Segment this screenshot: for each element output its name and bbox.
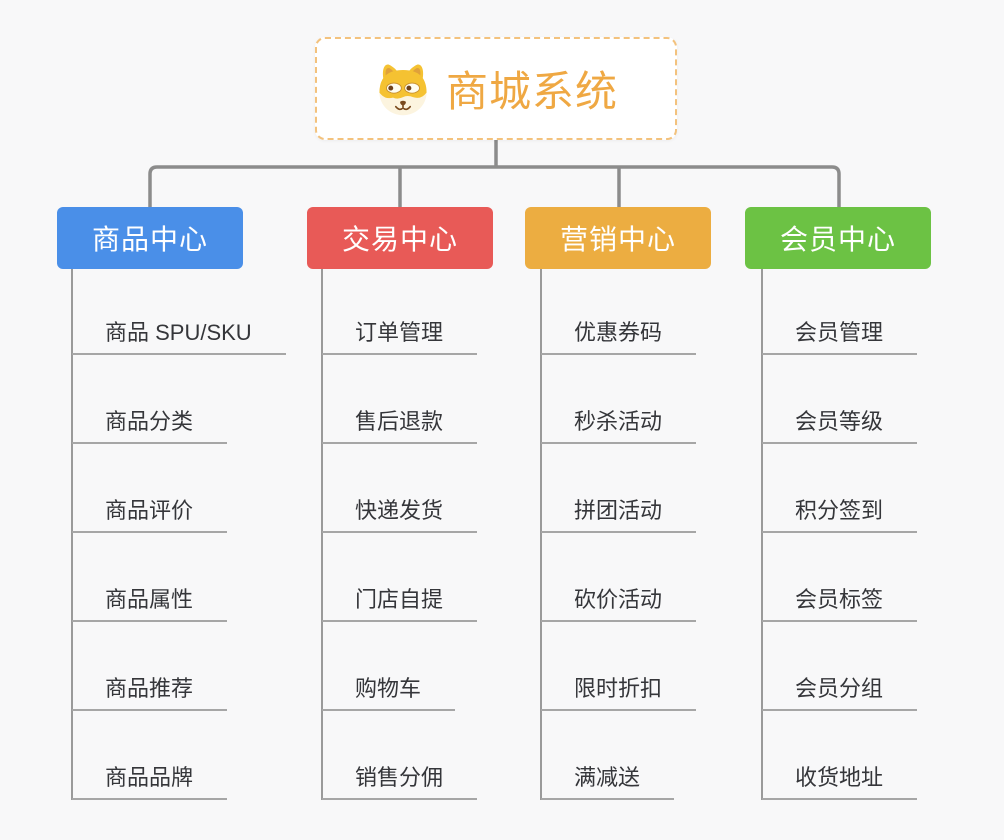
list-item: 商品评价 [72,444,312,533]
leaf-node[interactable]: 满减送 [541,765,675,800]
branch-items-trade-center: 订单管理 售后退款 快递发货 门店自提 购物车 销售分佣 [322,269,562,800]
branch-label: 会员中心 [779,224,896,255]
list-item: 商品属性 [72,533,312,622]
dog-mascot-icon [379,63,427,115]
leaf-node[interactable]: 商品品牌 [72,765,228,800]
leaf-node[interactable]: 商品分类 [72,409,228,444]
leaf-node[interactable]: 优惠券码 [541,320,697,355]
list-item: 会员管理 [762,269,1002,355]
list-item: 满减送 [541,711,781,800]
branch-label: 商品中心 [91,224,208,255]
list-item: 商品分类 [72,355,312,444]
list-item: 商品品牌 [72,711,312,800]
leaf-node[interactable]: 会员标签 [762,587,918,622]
branch-items-member-center: 会员管理 会员等级 积分签到 会员标签 会员分组 收货地址 [762,269,1002,800]
branch-node-product-center[interactable]: 商品中心 [57,207,243,269]
leaf-node[interactable]: 门店自提 [322,587,478,622]
leaf-node[interactable]: 商品评价 [72,498,228,533]
list-item: 限时折扣 [541,622,781,711]
list-item: 销售分佣 [322,711,562,800]
branch-label: 营销中心 [559,224,676,255]
list-item: 拼团活动 [541,444,781,533]
list-item: 会员分组 [762,622,1002,711]
branch-node-trade-center[interactable]: 交易中心 [307,207,493,269]
list-item: 砍价活动 [541,533,781,622]
leaf-node[interactable]: 会员等级 [762,409,918,444]
root-title: 商城系统 [445,68,618,115]
list-item: 商品 SPU/SKU [72,269,312,355]
leaf-node[interactable]: 会员分组 [762,676,918,711]
leaf-node[interactable]: 砍价活动 [541,587,697,622]
list-item: 售后退款 [322,355,562,444]
leaf-node[interactable]: 商品 SPU/SKU [72,320,286,355]
branch-label: 交易中心 [341,224,458,255]
leaf-node[interactable]: 商品推荐 [72,676,228,711]
branch-items-product-center: 商品 SPU/SKU 商品分类 商品评价 商品属性 商品推荐 商品品牌 [72,269,312,800]
list-item: 积分签到 [762,444,1002,533]
leaf-node[interactable]: 快递发货 [322,498,478,533]
list-item: 秒杀活动 [541,355,781,444]
leaf-node[interactable]: 购物车 [322,676,456,711]
leaf-node[interactable]: 会员管理 [762,320,918,355]
list-item: 购物车 [322,622,562,711]
list-item: 订单管理 [322,269,562,355]
list-item: 门店自提 [322,533,562,622]
list-item: 商品推荐 [72,622,312,711]
leaf-node[interactable]: 拼团活动 [541,498,697,533]
leaf-node[interactable]: 秒杀活动 [541,409,697,444]
branch-node-marketing-center[interactable]: 营销中心 [525,207,711,269]
branch-items-marketing-center: 优惠券码 秒杀活动 拼团活动 砍价活动 限时折扣 满减送 [541,269,781,800]
branch-node-member-center[interactable]: 会员中心 [745,207,931,269]
leaf-node[interactable]: 收货地址 [762,765,918,800]
leaf-node[interactable]: 订单管理 [322,320,478,355]
leaf-node[interactable]: 商品属性 [72,587,228,622]
root-node[interactable]: 商城系统 [315,37,677,140]
list-item: 优惠券码 [541,269,781,355]
leaf-node[interactable]: 积分签到 [762,498,918,533]
leaf-node[interactable]: 销售分佣 [322,765,478,800]
list-item: 会员等级 [762,355,1002,444]
list-item: 收货地址 [762,711,1002,800]
list-item: 快递发货 [322,444,562,533]
leaf-node[interactable]: 限时折扣 [541,676,697,711]
list-item: 会员标签 [762,533,1002,622]
leaf-node[interactable]: 售后退款 [322,409,478,444]
